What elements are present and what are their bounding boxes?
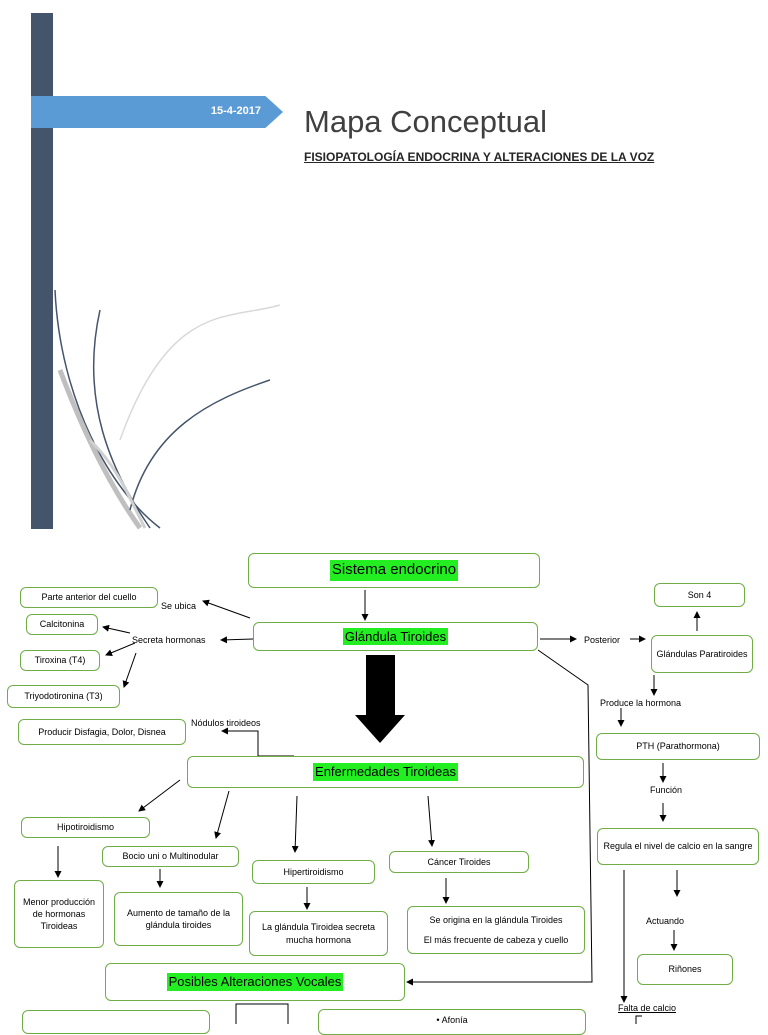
node-rinones: Riñones [637,954,733,985]
node-cancer-tiroides: Cáncer Tiroides [389,851,529,873]
label-funcion: Función [650,785,683,795]
node-son-4: Son 4 [654,583,745,607]
label-posterior: Posterior [584,635,621,645]
cancer-origin: Se origina en la glándula Tiroides [429,914,563,925]
label-se-ubica: Se ubica [161,601,197,611]
node-vocal-left [22,1010,210,1034]
cover-vertical-bar [31,13,53,529]
vocal-item-afonia-text: Afonía [441,1015,468,1025]
date-ribbon: 15-4-2017 [31,96,283,128]
cancer-frequency: El más frecuente de cabeza y cuello [423,935,569,945]
concept-map: Sistema endocrino Glándula Tiroides Se u… [0,540,768,1035]
connector-lines [54,590,701,1024]
label-produce-hormona: Produce la hormona [600,698,682,708]
label-actuando: Actuando [646,916,685,926]
vocal-label: Posibles Alteraciones Vocales [166,973,344,991]
node-glandula-secreta: La glándula Tiroidea secreta mucha hormo… [249,911,388,956]
node-regula-calcio: Regula el nivel de calcio en la sangre [597,828,759,865]
node-triyodotironina: Triyodotironina (T3) [7,685,120,708]
gland-label: Glándula Tiroides [342,627,449,646]
node-vocal-list: • Afonía [318,1009,586,1035]
node-aumento-tamano: Aumento de tamaño de la glándula tiroide… [114,892,243,946]
vocal-item-afonia: • Afonía [436,1015,468,1025]
node-sistema-endocrino: Sistema endocrino [248,553,540,588]
big-down-arrow [355,655,405,743]
root-label: Sistema endocrino [329,560,459,581]
node-alteraciones-vocales: Posibles Alteraciones Vocales [105,963,405,1001]
node-parte-anterior-cuello: Parte anterior del cuello [20,587,158,608]
cover-title: Mapa Conceptual [304,104,547,139]
node-hipertiroidismo: Hipertiroidismo [252,860,375,884]
node-tiroxina: Tiroxina (T4) [20,650,100,671]
label-nodulos-tiroideos: Nódulos tiroideos [191,718,261,728]
node-glandula-tiroides: Glándula Tiroides [253,622,538,651]
label-secreta-hormonas: Secreta hormonas [132,635,206,645]
node-cancer-detalle: Se origina en la glándula Tiroides El má… [407,906,585,954]
node-glandulas-paratiroides: Glándulas Paratiroides [651,635,753,673]
node-calcitonina: Calcitonina [26,614,98,635]
cover-subtitle: FISIOPATOLOGÍA ENDOCRINA Y ALTERACIONES … [304,150,655,164]
cover-date: 15-4-2017 [210,105,261,117]
node-hipotiroidismo: Hipotiroidismo [21,817,150,838]
label-falta-calcio: Falta de calcio [618,1003,677,1013]
cover-page: 15-4-2017 Mapa Conceptual FISIOPATOLOGÍA… [31,13,655,530]
node-bocio: Bocio uni o Multinodular [102,846,239,867]
diseases-label: Enfermedades Tiroideas [313,763,458,781]
node-enfermedades-tiroideas: Enfermedades Tiroideas [187,756,584,788]
node-disfagia: Producir Disfagia, Dolor, Disnea [18,719,186,745]
node-pth: PTH (Parathormona) [596,733,760,760]
decorative-swoosh [54,289,281,530]
node-menor-produccion: Menor producción de hormonas Tiroideas [14,880,104,948]
